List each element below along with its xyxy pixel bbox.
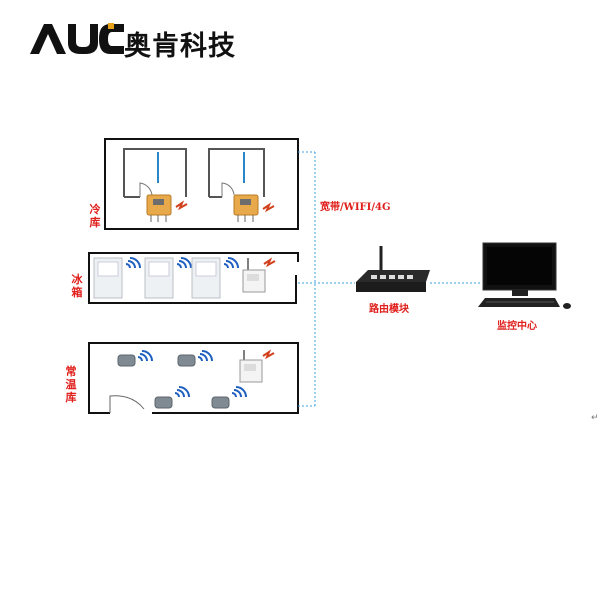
cold-room-1 [123, 148, 187, 198]
sensor-4 [211, 386, 247, 409]
sensor-2 [177, 350, 213, 367]
sensor-3 [154, 386, 190, 409]
company-logo: 奥肯科技 [28, 22, 248, 62]
room-temp-gateway [239, 349, 275, 383]
fridge-2 [144, 257, 192, 299]
fridge-1 [93, 257, 141, 299]
cold-room-2 [208, 148, 265, 198]
monitoring-pc [478, 242, 571, 309]
router-label: 路由模块 [369, 304, 409, 315]
link-type-label: 宽带/WIFI/4G [320, 202, 391, 213]
cold-logger-2 [233, 194, 275, 222]
connection-lines [298, 151, 480, 407]
room-temp-door [109, 395, 145, 413]
refrigerator-label: 冰箱 [71, 273, 83, 299]
fridge-3 [191, 257, 239, 299]
monitoring-center-label: 监控中心 [497, 321, 537, 332]
cold-storage-label: 冷库 [89, 203, 101, 229]
fridge-gateway [242, 257, 276, 293]
refrigerator-frame [88, 252, 299, 304]
router [356, 246, 430, 292]
room-temp-frame [88, 342, 299, 414]
auc-logo-mark [30, 23, 124, 54]
company-name: 奥肯科技 [124, 31, 236, 62]
sensor-1 [117, 350, 153, 367]
cold-logger-1 [146, 194, 188, 222]
cold-storage-frame [104, 138, 299, 230]
paragraph-mark: ↵ [591, 413, 599, 423]
room-temp-storage-label: 常温库 [65, 365, 77, 404]
